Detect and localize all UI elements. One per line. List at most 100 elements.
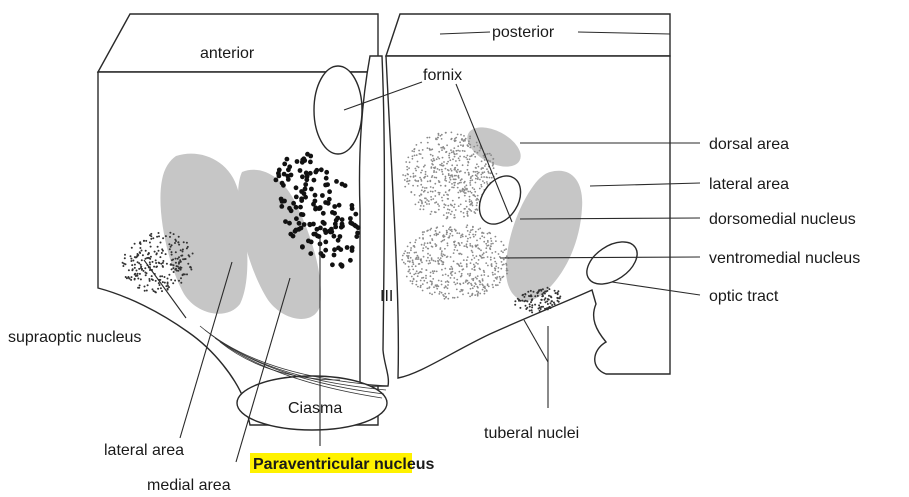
stipple-dot <box>480 249 482 251</box>
stipple-dot <box>485 247 487 249</box>
stipple-dot <box>544 293 546 295</box>
stipple-dot <box>150 256 152 258</box>
stipple-dot <box>485 262 487 264</box>
stipple-dot <box>555 292 557 294</box>
stipple-dot <box>523 296 525 298</box>
stipple-dot <box>420 258 422 260</box>
stipple-dot <box>320 193 325 198</box>
stipple-dot <box>472 187 474 189</box>
stipple-dot <box>422 157 424 159</box>
stipple-dot <box>420 280 422 282</box>
stipple-dot <box>447 284 449 286</box>
stipple-dot <box>283 219 288 224</box>
stipple-dot <box>173 264 175 266</box>
stipple-dot <box>426 282 428 284</box>
stipple-dot <box>148 252 150 254</box>
stipple-dot <box>529 306 531 308</box>
stipple-dot <box>323 248 328 253</box>
stipple-dot <box>484 293 486 295</box>
stipple-dot <box>462 294 464 296</box>
stipple-dot <box>430 228 432 230</box>
stipple-dot <box>469 196 471 198</box>
stipple-dot <box>477 178 479 180</box>
stipple-dot <box>324 170 329 175</box>
stipple-dot <box>277 174 282 179</box>
stipple-dot <box>443 148 445 150</box>
stipple-dot <box>459 182 461 184</box>
stipple-dot <box>161 248 163 250</box>
stipple-dot <box>180 255 182 257</box>
stipple-dot <box>541 293 543 295</box>
stipple-dot <box>149 242 151 244</box>
stipple-dot <box>179 259 181 261</box>
stipple-dot <box>282 162 287 167</box>
stipple-dot <box>333 225 338 230</box>
stipple-dot <box>463 135 465 137</box>
stipple-dot <box>434 183 436 185</box>
stipple-dot <box>409 261 411 263</box>
stipple-dot <box>334 179 339 184</box>
stipple-dot <box>492 162 494 164</box>
stipple-dot <box>469 273 471 275</box>
stipple-dot <box>468 140 470 142</box>
stipple-dot <box>473 171 475 173</box>
stipple-dot <box>448 293 450 295</box>
stipple-dot <box>173 233 175 235</box>
stipple-dot <box>557 300 559 302</box>
stipple-dot <box>427 253 429 255</box>
stipple-dot <box>454 204 456 206</box>
stipple-dot <box>466 206 468 208</box>
stipple-dot <box>476 240 478 242</box>
stipple-dot <box>435 138 437 140</box>
stipple-dot <box>484 182 486 184</box>
dorsal-area-label: dorsal area <box>709 136 789 153</box>
stipple-dot <box>440 135 442 137</box>
stipple-dot <box>294 195 299 200</box>
stipple-dot <box>301 212 306 217</box>
stipple-dot <box>456 289 458 291</box>
stipple-dot <box>164 276 166 278</box>
stipple-dot <box>170 263 172 265</box>
stipple-dot <box>447 208 449 210</box>
stipple-dot <box>467 240 469 242</box>
stipple-dot <box>474 257 476 259</box>
stipple-dot <box>327 197 332 202</box>
stipple-dot <box>414 155 416 157</box>
stipple-dot <box>469 199 471 201</box>
stipple-dot <box>447 198 449 200</box>
stipple-dot <box>452 200 454 202</box>
stipple-dot <box>492 286 494 288</box>
stipple-dot <box>468 173 470 175</box>
stipple-dot <box>499 276 501 278</box>
stipple-dot <box>500 279 502 281</box>
stipple-dot <box>452 271 454 273</box>
stipple-dot <box>430 272 432 274</box>
stipple-dot <box>462 150 464 152</box>
stipple-dot <box>460 144 462 146</box>
stipple-dot <box>506 270 508 272</box>
stipple-dot <box>438 143 440 145</box>
fornix-label: fornix <box>423 67 462 84</box>
stipple-dot <box>451 211 453 213</box>
stipple-dot <box>534 304 536 306</box>
stipple-dot <box>405 175 407 177</box>
stipple-dot <box>152 261 154 263</box>
stipple-dot <box>407 257 409 259</box>
stipple-dot <box>450 175 452 177</box>
stipple-dot <box>470 210 472 212</box>
stipple-dot <box>476 278 478 280</box>
stipple-dot <box>443 165 445 167</box>
stipple-dot <box>186 242 188 244</box>
stipple-dot <box>159 256 161 258</box>
stipple-dot <box>473 146 475 148</box>
stipple-dot <box>449 159 451 161</box>
stipple-dot <box>457 169 459 171</box>
posterior-label: posterior <box>492 24 555 41</box>
stipple-dot <box>184 258 186 260</box>
stipple-dot <box>446 144 448 146</box>
stipple-dot <box>467 214 469 216</box>
stipple-dot <box>472 246 474 248</box>
stipple-dot <box>131 276 133 278</box>
stipple-dot <box>411 276 413 278</box>
stipple-dot <box>449 189 451 191</box>
